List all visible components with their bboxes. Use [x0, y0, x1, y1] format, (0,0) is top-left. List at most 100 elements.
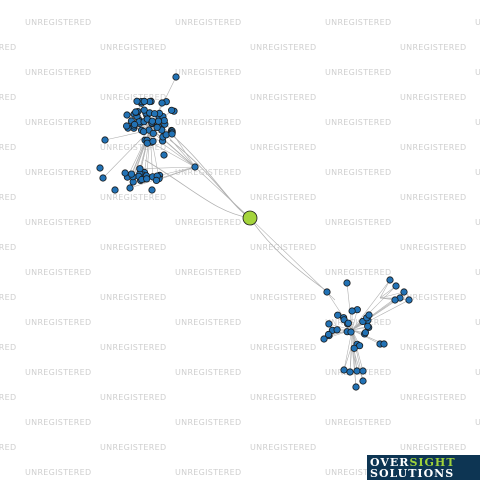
graph-node: [158, 99, 166, 107]
watermark-text: UNREGISTERED: [175, 268, 242, 277]
graph-edge: [139, 129, 151, 169]
watermark-text: UNREGISTERED: [100, 343, 167, 352]
graph-edge: [351, 299, 396, 331]
graph-node: [405, 296, 413, 304]
watermark-text: UNREGISTERED: [400, 193, 467, 202]
graph-edge: [194, 166, 251, 219]
graph-node: [352, 383, 360, 391]
graph-node: [340, 366, 348, 374]
graph-edge: [343, 329, 353, 371]
watermark-text: UNREGISTERED: [0, 43, 17, 52]
watermark-text: UNREGISTERED: [0, 193, 17, 202]
central-entity-node: [242, 210, 258, 226]
graph-node: [320, 335, 328, 343]
watermark-text: UNREGISTERED: [100, 393, 167, 402]
watermark-text: UNREGISTERED: [475, 368, 480, 377]
graph-node: [347, 328, 355, 336]
watermark-text: UNREGISTERED: [175, 468, 242, 477]
graph-node: [359, 367, 367, 375]
watermark-text: UNREGISTERED: [475, 268, 480, 277]
graph-node: [334, 311, 342, 319]
watermark-text: UNREGISTERED: [25, 268, 92, 277]
graph-node: [153, 123, 161, 132]
graph-node: [101, 136, 109, 144]
watermark-text: UNREGISTERED: [400, 93, 467, 102]
watermark-text: UNREGISTERED: [0, 343, 17, 352]
watermark-text: UNREGISTERED: [175, 68, 242, 77]
graph-node: [350, 344, 358, 352]
graph-edge: [149, 129, 153, 177]
watermark-text: UNREGISTERED: [175, 368, 242, 377]
graph-edge: [351, 329, 364, 372]
graph-node: [392, 282, 400, 290]
graph-node: [123, 111, 131, 119]
watermark-text: UNREGISTERED: [0, 293, 17, 302]
graph-node: [149, 137, 157, 145]
watermark-text: UNREGISTERED: [100, 193, 167, 202]
watermark-text: UNREGISTERED: [475, 118, 480, 127]
graph-node: [136, 165, 144, 173]
watermark-text: UNREGISTERED: [475, 168, 480, 177]
watermark-text: UNREGISTERED: [25, 468, 92, 477]
watermark-text: UNREGISTERED: [25, 218, 92, 227]
graph-node: [127, 170, 136, 178]
watermark-text: UNREGISTERED: [250, 143, 317, 152]
watermark-text: UNREGISTERED: [475, 318, 480, 327]
watermark-text: UNREGISTERED: [250, 393, 317, 402]
logo-word-over: OVER: [370, 455, 410, 469]
graph-node: [154, 117, 163, 125]
watermark-text: UNREGISTERED: [250, 243, 317, 252]
watermark-text: UNREGISTERED: [175, 118, 242, 127]
watermark-text: UNREGISTERED: [175, 418, 242, 427]
watermark-text: UNREGISTERED: [175, 318, 242, 327]
logo-word-solutions: SOLUTIONS: [370, 466, 455, 480]
graph-edge: [249, 217, 336, 301]
watermark-text: UNREGISTERED: [400, 243, 467, 252]
watermark-text: UNREGISTERED: [325, 268, 392, 277]
graph-node: [162, 131, 170, 139]
graph-node: [172, 73, 180, 81]
graph-node: [325, 320, 333, 328]
graph-node: [140, 97, 148, 106]
watermark-text: UNREGISTERED: [0, 243, 17, 252]
graph-node: [380, 340, 388, 348]
graph-edge: [143, 121, 196, 168]
graph-edge: [351, 279, 391, 331]
watermark-text: UNREGISTERED: [400, 343, 467, 352]
watermark-text: UNREGISTERED: [325, 418, 392, 427]
watermark-text: UNREGISTERED: [0, 143, 17, 152]
graph-edge: [144, 159, 251, 219]
watermark-text: UNREGISTERED: [475, 18, 480, 27]
watermark-text: UNREGISTERED: [100, 293, 167, 302]
watermark-text: UNREGISTERED: [25, 318, 92, 327]
watermark-text: UNREGISTERED: [475, 418, 480, 427]
graph-node: [131, 120, 139, 129]
graph-node: [132, 108, 140, 116]
graph-node: [133, 97, 141, 105]
graph-node: [140, 128, 148, 136]
watermark-text: UNREGISTERED: [25, 368, 92, 377]
watermark-text: UNREGISTERED: [325, 68, 392, 77]
watermark-text: UNREGISTERED: [400, 393, 467, 402]
graph-node: [160, 117, 168, 125]
graph-node: [344, 319, 352, 327]
graph-node: [191, 163, 199, 171]
graph-node: [168, 130, 176, 138]
graph-node: [353, 367, 361, 375]
graph-node: [400, 288, 408, 296]
watermark-text: UNREGISTERED: [100, 443, 167, 452]
watermark-text: UNREGISTERED: [250, 443, 317, 452]
graph-node: [96, 164, 104, 172]
graph-node: [126, 184, 134, 192]
graph-node: [333, 326, 341, 334]
watermark-text: UNREGISTERED: [175, 18, 242, 27]
watermark-text: UNREGISTERED: [325, 118, 392, 127]
graph-node: [160, 151, 168, 159]
graph-edge: [139, 166, 196, 170]
watermark-text: UNREGISTERED: [250, 343, 317, 352]
graph-node: [348, 307, 356, 315]
graph-edge: [343, 344, 353, 371]
watermark-text: UNREGISTERED: [325, 468, 392, 477]
graph-edge: [169, 139, 251, 219]
